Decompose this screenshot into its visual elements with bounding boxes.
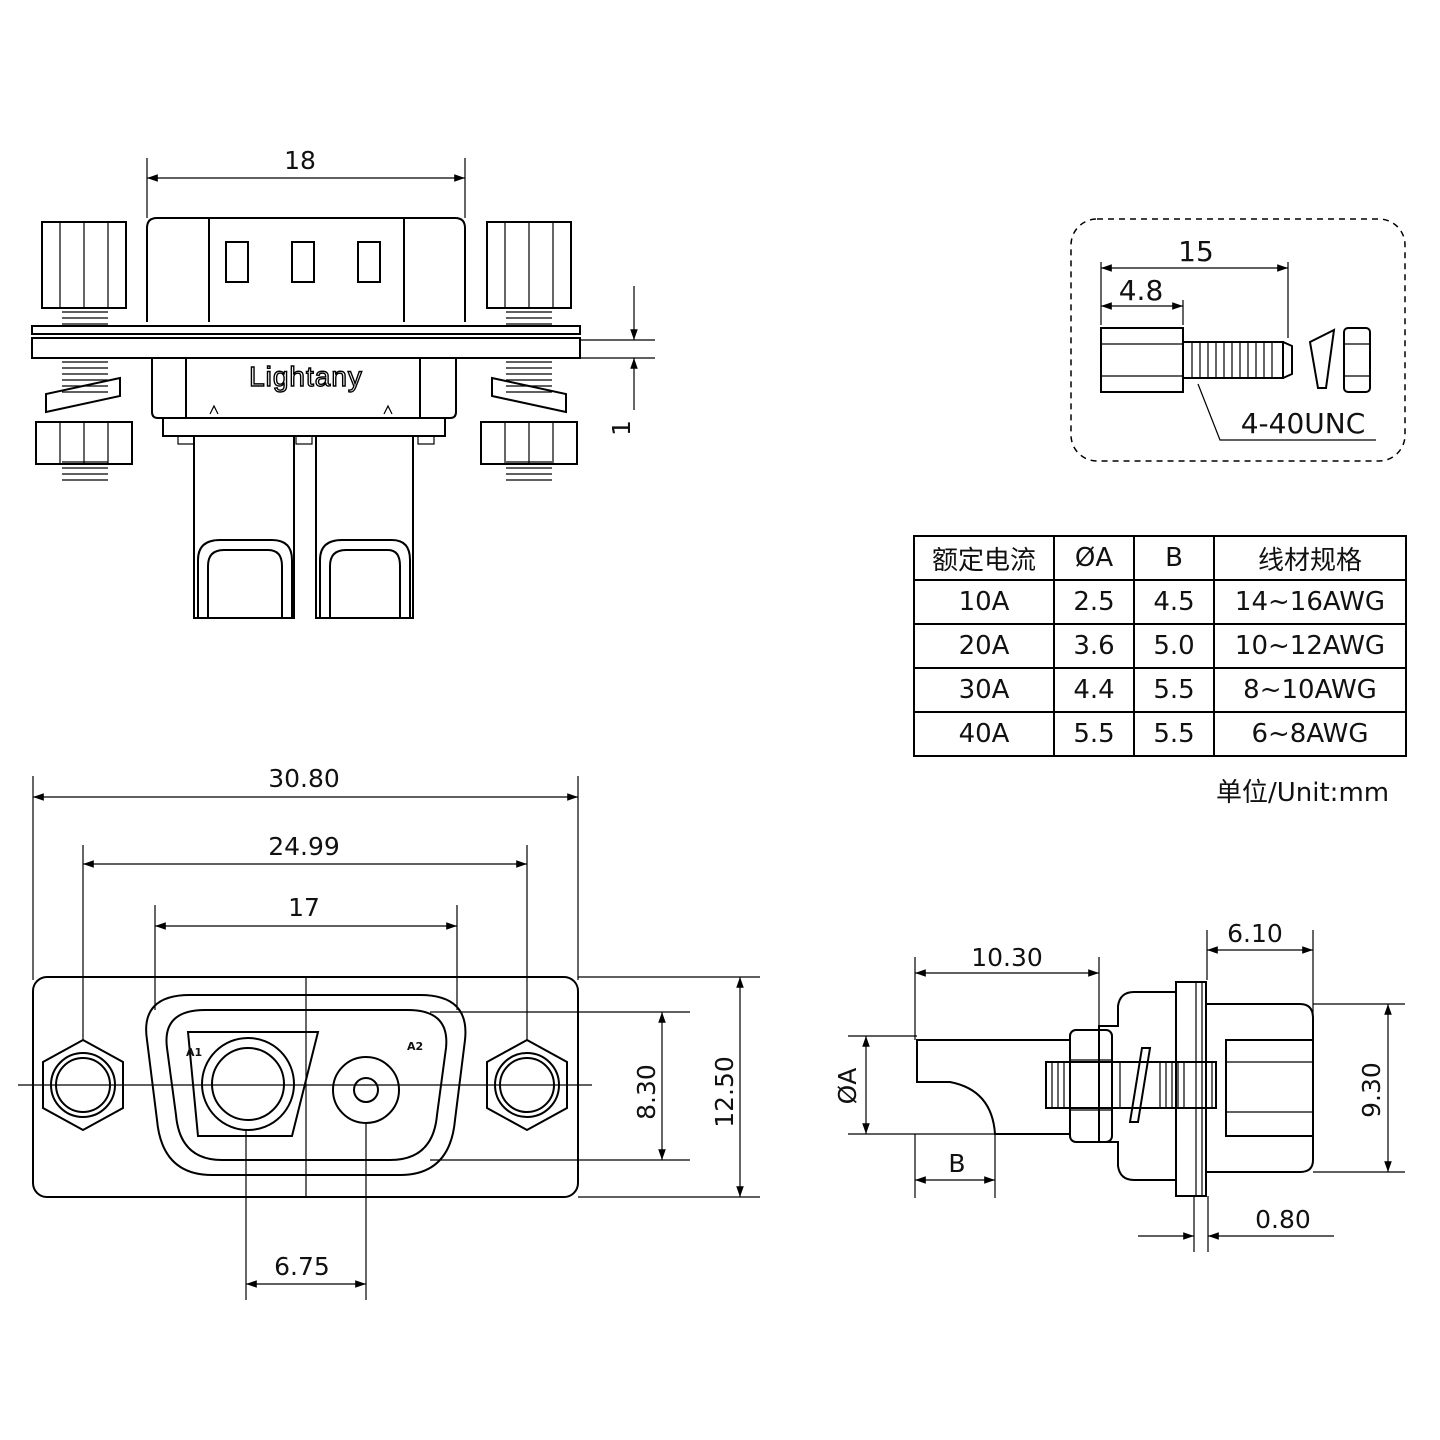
table-row: 30A 4.4 5.5 8~10AWG bbox=[913, 667, 1407, 713]
lightany-logo: Lightany bbox=[249, 361, 363, 392]
table-cell: 6~8AWG bbox=[1213, 711, 1407, 757]
dim-9-30: 9.30 bbox=[1357, 1062, 1386, 1118]
dim-8-30: 8.30 bbox=[632, 1064, 661, 1120]
table-cell: 5.5 bbox=[1133, 711, 1215, 757]
table-cell: 5.0 bbox=[1133, 623, 1215, 669]
dim-10-30: 10.30 bbox=[971, 943, 1043, 972]
spec-table: 额定电流 ØA B 线材规格 10A 2.5 4.5 14~16AWG 20A … bbox=[913, 535, 1407, 757]
col-header-wire: 线材规格 bbox=[1213, 535, 1407, 581]
dim-17: 17 bbox=[288, 893, 320, 922]
pin-a2-label: A2 bbox=[407, 1040, 423, 1053]
dim-diam-a: ØA bbox=[833, 1068, 862, 1105]
col-header-b: B bbox=[1133, 535, 1215, 581]
table-cell: 30A bbox=[913, 667, 1055, 713]
side-view: 10.30 6.10 ØA B bbox=[833, 919, 1405, 1252]
table-cell: 3.6 bbox=[1053, 623, 1135, 669]
dim-12-50: 12.50 bbox=[710, 1056, 739, 1128]
table-cell: 4.4 bbox=[1053, 667, 1135, 713]
table-row: 10A 2.5 4.5 14~16AWG bbox=[913, 579, 1407, 625]
front-view: 30.80 24.99 17 A1 A2 bbox=[18, 764, 760, 1300]
table-cell: 20A bbox=[913, 623, 1055, 669]
col-header-diam-a: ØA bbox=[1053, 535, 1135, 581]
table-cell: 2.5 bbox=[1053, 579, 1135, 625]
screw-detail: 15 4.8 4-40UNC bbox=[1070, 218, 1406, 462]
dim-24-99: 24.99 bbox=[268, 832, 340, 861]
table-cell: 5.5 bbox=[1133, 667, 1215, 713]
table-cell: 10~12AWG bbox=[1213, 623, 1407, 669]
dim-1: 1 bbox=[607, 420, 636, 436]
top-view: 18 1 Lightan bbox=[31, 146, 655, 619]
table-row: 20A 3.6 5.0 10~12AWG bbox=[913, 623, 1407, 669]
table-cell: 10A bbox=[913, 579, 1055, 625]
dim-15: 15 bbox=[1178, 235, 1214, 268]
dim-18: 18 bbox=[284, 146, 316, 175]
table-cell: 4.5 bbox=[1133, 579, 1215, 625]
dim-0-80: 0.80 bbox=[1255, 1205, 1311, 1234]
dim-b: B bbox=[948, 1149, 965, 1178]
table-header-row: 额定电流 ØA B 线材规格 bbox=[913, 535, 1407, 581]
table-cell: 40A bbox=[913, 711, 1055, 757]
dim-6-10: 6.10 bbox=[1227, 919, 1283, 948]
table-cell: 8~10AWG bbox=[1213, 667, 1407, 713]
table-cell: 5.5 bbox=[1053, 711, 1135, 757]
dim-6-75: 6.75 bbox=[274, 1252, 330, 1281]
table-cell: 14~16AWG bbox=[1213, 579, 1407, 625]
dim-30-80: 30.80 bbox=[268, 764, 340, 793]
thread-spec: 4-40UNC bbox=[1241, 407, 1366, 440]
dim-4-8: 4.8 bbox=[1119, 274, 1164, 307]
pin-a1-label: A1 bbox=[186, 1046, 202, 1059]
table-row: 40A 5.5 5.5 6~8AWG bbox=[913, 711, 1407, 757]
unit-label: 单位/Unit:mm bbox=[1216, 778, 1390, 808]
col-header-current: 额定电流 bbox=[913, 535, 1055, 581]
